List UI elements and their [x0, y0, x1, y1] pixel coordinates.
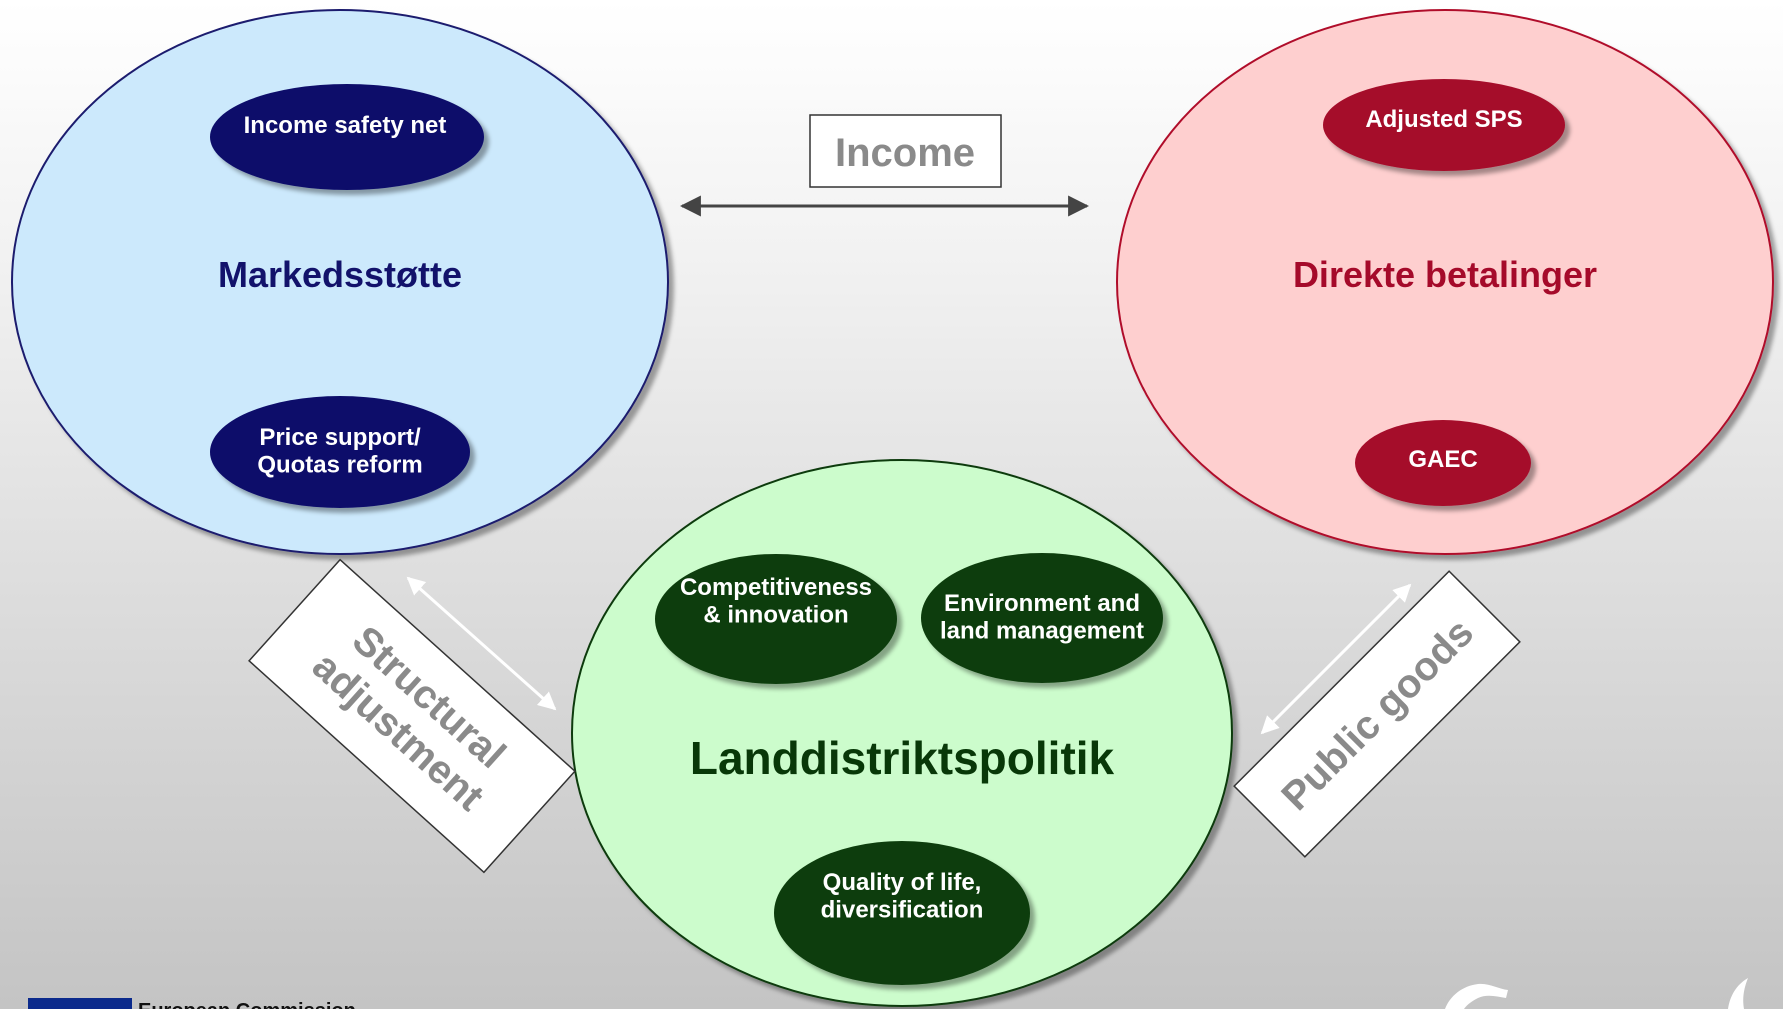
gaec-label: GAEC: [1408, 446, 1477, 473]
quality-of-life-label: Quality of life,diversification: [821, 869, 984, 924]
org-name: European Commission: [138, 1000, 356, 1009]
footer: European Commission: [28, 978, 1748, 1009]
income-safety-net-label: Income safety net: [244, 112, 447, 139]
market-support-title: Markedsstøtte: [218, 254, 462, 295]
rural-development-circle: Landdistriktspolitik Competitiveness& in…: [571, 459, 1233, 1007]
income-label-box: [809, 114, 1002, 188]
structural-adjustment-link: Structuraladjustment: [248, 558, 576, 874]
public-goods-arrow: [1260, 583, 1412, 735]
income-link: Income: [679, 114, 1090, 217]
public-goods-label-box: [1233, 570, 1521, 858]
competitiveness-label: Competitiveness& innovation: [680, 574, 872, 629]
structural-label-box: [248, 558, 576, 874]
public-goods-link: Public goods: [1233, 570, 1521, 858]
direct-payments-title: Direkte betalinger: [1293, 254, 1597, 295]
income-label: Income: [835, 131, 975, 175]
quality-of-life-node: Quality of life,diversification: [774, 841, 1030, 985]
price-support-label: Price support/Quotas reform: [257, 424, 422, 479]
direct-payments-circle: Direkte betalinger Adjusted SPS GAEC: [1116, 9, 1774, 555]
income-safety-net-node: Income safety net: [210, 84, 484, 190]
gaec-node: GAEC: [1355, 420, 1531, 506]
rural-development-title: Landdistriktspolitik: [690, 732, 1115, 784]
competitiveness-node: Competitiveness& innovation: [655, 554, 897, 684]
eu-flag-icon: [28, 998, 132, 1009]
adjusted-sps-label: Adjusted SPS: [1365, 106, 1522, 133]
crane-emblem-icon: [1445, 978, 1748, 1009]
adjusted-sps-node: Adjusted SPS: [1323, 79, 1565, 171]
price-support-node: Price support/Quotas reform: [210, 396, 470, 508]
structural-arrow: [406, 576, 557, 711]
market-support-circle: Markedsstøtte Income safety net Price su…: [11, 9, 669, 555]
